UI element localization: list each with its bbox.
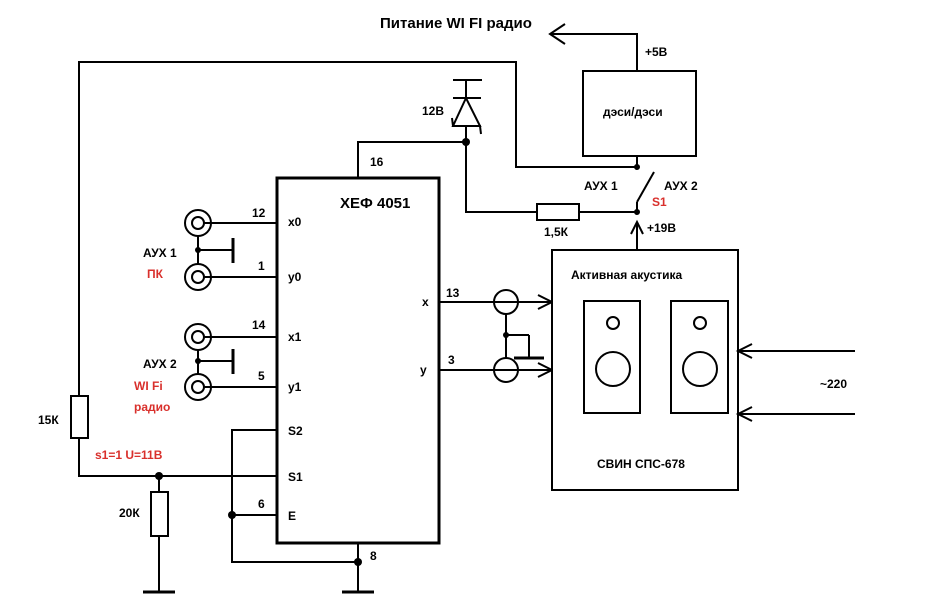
pin1-label: 1	[258, 259, 265, 273]
jack-aux1-y	[184, 263, 212, 291]
wifi-power-label: Питание WI FI радио	[380, 15, 532, 32]
pin-x-label: x	[422, 295, 429, 309]
pin-y0-label: y0	[288, 270, 302, 284]
resistor-1k5	[536, 203, 580, 221]
switch-contact-aux1	[634, 164, 640, 170]
pin5-label: 5	[258, 369, 265, 383]
r1k5-label: 1,5К	[544, 225, 569, 239]
switch-s1-label: S1	[652, 195, 667, 209]
pin6-label: 6	[258, 497, 265, 511]
junction-ground	[354, 558, 362, 566]
pin-s1-label: S1	[288, 470, 303, 484]
active-speakers-label: Активная акустика	[571, 268, 683, 282]
pin-y-label: y	[420, 363, 427, 377]
dcdc-converter-box	[582, 70, 697, 157]
jack-aux2-x	[184, 323, 212, 351]
s1-wire	[78, 438, 277, 477]
junction-e	[228, 511, 236, 519]
chip-hef4051	[275, 176, 441, 545]
dcdc-label: дэси/дэси	[603, 105, 663, 119]
pin-x0-label: x0	[288, 215, 302, 229]
pin-x1-label: x1	[288, 330, 302, 344]
pin3-label: 3	[448, 353, 455, 367]
plus5v-label: +5В	[645, 45, 668, 59]
plus19v-label: +19В	[647, 221, 676, 235]
wifi-power-output	[548, 23, 638, 70]
speaker-left	[583, 300, 641, 414]
resistor-20k	[150, 491, 169, 537]
pin-e-label: E	[288, 509, 296, 523]
s2-e-ground-wire	[231, 429, 358, 563]
mains-input-arrows	[735, 343, 855, 422]
speaker-right	[670, 300, 729, 414]
mains-label: ~220	[820, 377, 847, 391]
resistor-15k	[70, 395, 89, 439]
switch-aux2-label: АУХ 2	[664, 179, 698, 193]
switch-aux1-label: АУХ 1	[584, 179, 618, 193]
aux1-input-label: АУХ 1	[143, 246, 177, 260]
pc-label: ПК	[147, 267, 164, 281]
speaker-model-label: СВИН СПС-678	[597, 457, 685, 471]
chip-name: ХЕФ 4051	[340, 195, 410, 212]
output-connector-y	[493, 357, 519, 383]
r20k-label: 20К	[119, 506, 140, 520]
pin13-label: 13	[446, 286, 460, 300]
pin-s2-label: S2	[288, 424, 303, 438]
radio-label: радио	[134, 400, 170, 414]
r15k-label: 15К	[38, 413, 59, 427]
feedback-wire	[78, 61, 637, 396]
pin14-label: 14	[252, 318, 266, 332]
vdd-wire	[357, 141, 537, 213]
wifi-label: WI Fi	[134, 379, 163, 393]
zener-label: 12В	[422, 104, 444, 118]
pin16-label: 16	[370, 155, 384, 169]
pin8-label: 8	[370, 549, 377, 563]
output-connector-x	[493, 289, 519, 315]
pin-y1-label: y1	[288, 380, 302, 394]
s1-note: s1=1 U=11В	[95, 448, 163, 462]
switch-s1-blade	[636, 171, 655, 203]
pin12-label: 12	[252, 206, 266, 220]
aux2-input-label: АУХ 2	[143, 357, 177, 371]
